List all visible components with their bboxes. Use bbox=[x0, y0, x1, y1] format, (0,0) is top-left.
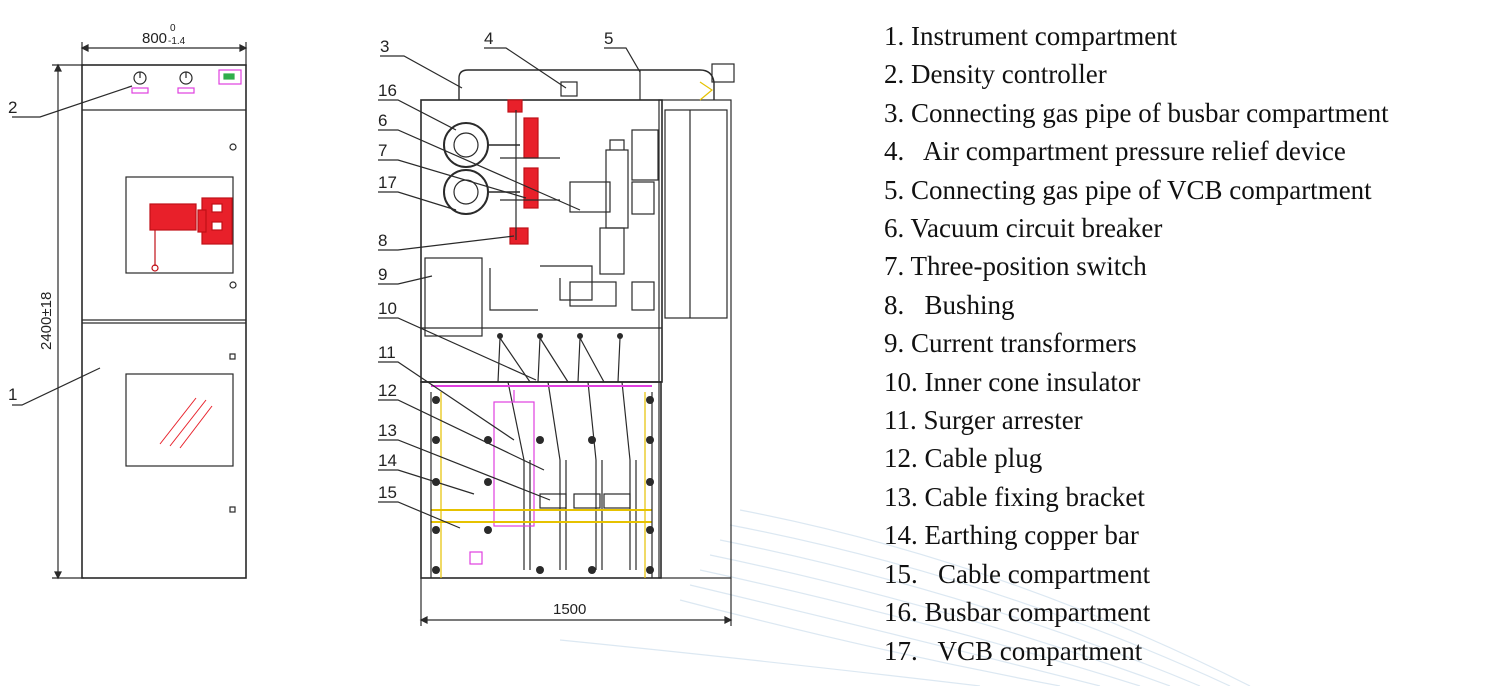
legend-item: 12. Cable plug bbox=[884, 443, 1043, 474]
callout-3: 3 bbox=[380, 37, 389, 56]
side-width-label: 1500 bbox=[553, 601, 586, 618]
legend-item: 7. Three-position switch bbox=[884, 251, 1147, 282]
legend-item: 2. Density controller bbox=[884, 59, 1107, 90]
legend-item: 9. Current transformers bbox=[884, 328, 1137, 359]
legend-item: 13. Cable fixing bracket bbox=[884, 481, 1145, 512]
callout-14: 14 bbox=[378, 451, 397, 470]
legend-item: 10. Inner cone insulator bbox=[884, 366, 1141, 397]
legend-item: 15. Cable compartment bbox=[884, 558, 1151, 589]
legend-item: 8. Bushing bbox=[884, 289, 1015, 320]
front-tolerance-bottom: -1.4 bbox=[168, 36, 186, 47]
front-mechanism-icon bbox=[149, 197, 233, 272]
front-callouts: 2 1 bbox=[8, 98, 17, 404]
legend-item: 16. Busbar compartment bbox=[884, 597, 1151, 628]
side-bolts bbox=[432, 333, 654, 574]
legend-item: 5. Connecting gas pipe of VCB compartmen… bbox=[884, 174, 1372, 205]
callout-15: 15 bbox=[378, 483, 397, 502]
callout-1: 1 bbox=[8, 385, 17, 404]
callout-13: 13 bbox=[378, 421, 397, 440]
legend-item: 11. Surger arrester bbox=[884, 405, 1083, 436]
front-tolerance-top: 0 bbox=[170, 23, 176, 34]
callout-8: 8 bbox=[378, 231, 387, 250]
callout-7: 7 bbox=[378, 141, 387, 160]
callout-17: 17 bbox=[378, 173, 397, 192]
callout-11: 11 bbox=[378, 343, 396, 362]
callout-6: 6 bbox=[378, 111, 387, 130]
side-dimension-labels: 1500 bbox=[553, 601, 586, 618]
legend-item: 6. Vacuum circuit breaker bbox=[884, 213, 1163, 244]
callout-2: 2 bbox=[8, 98, 17, 117]
callout-12: 12 bbox=[378, 381, 397, 400]
component-legend: 1. Instrument compartment 2. Density con… bbox=[884, 17, 1499, 670]
side-view bbox=[378, 47, 735, 626]
callout-10: 10 bbox=[378, 299, 397, 318]
callout-4: 4 bbox=[484, 29, 493, 48]
side-callouts: 3 4 5 16 6 7 17 8 9 10 11 12 13 14 15 bbox=[378, 29, 613, 502]
legend-item: 3. Connecting gas pipe of busbar compart… bbox=[884, 97, 1389, 128]
front-width-label: 800 bbox=[142, 30, 167, 47]
callout-9: 9 bbox=[378, 265, 387, 284]
front-view bbox=[12, 42, 248, 580]
legend-item: 1. Instrument compartment bbox=[884, 21, 1178, 51]
height-label: 2400±18 bbox=[38, 292, 55, 350]
legend-item: 4. Air compartment pressure relief devic… bbox=[884, 136, 1346, 167]
legend-item: 14. Earthing copper bar bbox=[884, 520, 1139, 551]
front-dimension-labels: 800 0 -1.4 2400±18 bbox=[38, 23, 186, 350]
legend-item: 17. VCB compartment bbox=[884, 635, 1143, 666]
callout-16: 16 bbox=[378, 81, 397, 100]
callout-5: 5 bbox=[604, 29, 613, 48]
